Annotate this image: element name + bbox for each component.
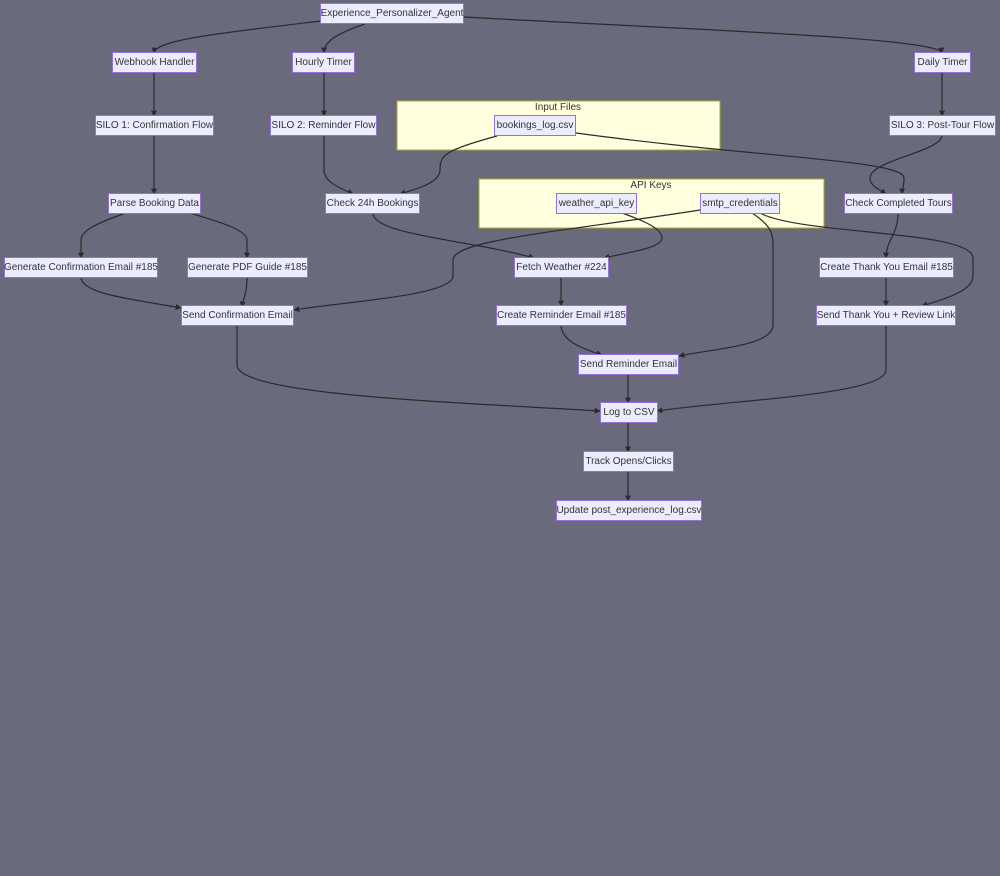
edge-weather-key-fetch-weather xyxy=(603,212,663,260)
node-hourly-timer-label: Hourly Timer xyxy=(295,57,352,68)
node-webhook-handler-label: Webhook Handler xyxy=(115,57,196,68)
node-hourly-timer[interactable]: Hourly Timer xyxy=(292,52,355,73)
edge-silo3-check-completed xyxy=(869,134,943,195)
edge-agent-daily xyxy=(462,16,945,54)
edge-send-confirm-log xyxy=(236,325,601,414)
node-log-to-csv-label: Log to CSV xyxy=(603,407,654,418)
edge-bookings-check24 xyxy=(399,135,498,196)
edge-smtp-send-confirm xyxy=(293,209,701,313)
node-fetch-weather-label: Fetch Weather #224 xyxy=(516,262,607,273)
node-track-opens-clicks-label: Track Opens/Clicks xyxy=(585,456,671,467)
node-silo1[interactable]: SILO 1: Confirmation Flow xyxy=(95,115,214,136)
node-agent-label: Experience_Personalizer_Agent xyxy=(321,8,464,19)
node-send-thank-you-review-label: Send Thank You + Review Link xyxy=(817,310,957,321)
edge-parse-gen-pdf xyxy=(189,212,250,259)
edge-bookings-check-completed xyxy=(575,132,906,195)
node-generate-pdf-guide[interactable]: Generate PDF Guide #185 xyxy=(187,257,308,278)
edges xyxy=(78,16,974,502)
node-check-24h-bookings[interactable]: Check 24h Bookings xyxy=(325,193,420,214)
node-silo1-label: SILO 1: Confirmation Flow xyxy=(96,120,214,131)
node-send-confirmation-email[interactable]: Send Confirmation Email xyxy=(181,305,294,326)
node-webhook-handler[interactable]: Webhook Handler xyxy=(112,52,197,73)
edge-gen-pdf-send-confirm xyxy=(239,276,248,308)
node-send-thank-you-review[interactable]: Send Thank You + Review Link xyxy=(816,305,957,326)
edge-gen-confirm-send-confirm xyxy=(80,276,182,310)
node-daily-timer[interactable]: Daily Timer xyxy=(914,52,971,73)
node-track-opens-clicks[interactable]: Track Opens/Clicks xyxy=(583,451,674,472)
node-check-completed-tours-label: Check Completed Tours xyxy=(845,198,952,209)
edge-create-reminder-send-reminder xyxy=(560,324,603,357)
node-bookings-log[interactable]: bookings_log.csv xyxy=(494,115,576,136)
node-generate-confirmation-email-label: Generate Confirmation Email #185 xyxy=(4,262,158,273)
node-parse-booking-data-label: Parse Booking Data xyxy=(110,198,199,209)
node-check-24h-bookings-label: Check 24h Bookings xyxy=(327,198,419,209)
node-generate-pdf-guide-label: Generate PDF Guide #185 xyxy=(188,262,307,273)
node-daily-timer-label: Daily Timer xyxy=(917,57,968,68)
cluster-input-files-label: Input Files xyxy=(535,102,581,113)
node-smtp-credentials[interactable]: smtp_credentials xyxy=(700,193,780,214)
node-parse-booking-data[interactable]: Parse Booking Data xyxy=(108,193,201,214)
node-fetch-weather[interactable]: Fetch Weather #224 xyxy=(514,257,609,278)
node-create-thank-you-email[interactable]: Create Thank You Email #185 xyxy=(819,257,954,278)
edge-smtp-send-thanks xyxy=(759,212,974,308)
node-silo3[interactable]: SILO 3: Post-Tour Flow xyxy=(889,115,996,136)
node-create-thank-you-email-label: Create Thank You Email #185 xyxy=(820,262,953,273)
node-silo2-label: SILO 2: Reminder Flow xyxy=(272,120,377,131)
node-send-reminder-email-label: Send Reminder Email xyxy=(580,359,677,370)
cluster-api-keys-label: API Keys xyxy=(630,180,671,191)
edge-silo2-check24 xyxy=(323,135,354,195)
edge-smtp-send-reminder xyxy=(678,212,774,358)
node-generate-confirmation-email[interactable]: Generate Confirmation Email #185 xyxy=(4,257,158,278)
node-send-confirmation-email-label: Send Confirmation Email xyxy=(182,310,293,321)
node-bookings-log-label: bookings_log.csv xyxy=(497,120,574,131)
node-send-reminder-email[interactable]: Send Reminder Email xyxy=(578,354,679,375)
node-create-reminder-email[interactable]: Create Reminder Email #185 xyxy=(496,305,627,326)
node-log-to-csv[interactable]: Log to CSV xyxy=(600,402,658,423)
edge-send-thanks-log xyxy=(656,325,887,414)
node-check-completed-tours[interactable]: Check Completed Tours xyxy=(844,193,953,214)
edge-check24-fetch-weather xyxy=(372,212,535,260)
edge-agent-webhook xyxy=(151,20,322,54)
edge-parse-gen-confirm xyxy=(78,212,127,259)
node-silo3-label: SILO 3: Post-Tour Flow xyxy=(891,120,995,131)
node-update-post-experience-log-label: Update post_experience_log.csv xyxy=(556,505,701,516)
node-silo2[interactable]: SILO 2: Reminder Flow xyxy=(270,115,377,136)
node-smtp-credentials-label: smtp_credentials xyxy=(702,198,778,209)
node-agent[interactable]: Experience_Personalizer_Agent xyxy=(320,3,464,24)
node-create-reminder-email-label: Create Reminder Email #185 xyxy=(497,310,626,321)
edge-check-completed-create-thanks xyxy=(883,212,899,259)
node-update-post-experience-log[interactable]: Update post_experience_log.csv xyxy=(556,500,702,521)
edge-agent-hourly xyxy=(321,23,366,54)
node-weather-api-key-label: weather_api_key xyxy=(558,198,635,209)
node-weather-api-key[interactable]: weather_api_key xyxy=(556,193,637,214)
